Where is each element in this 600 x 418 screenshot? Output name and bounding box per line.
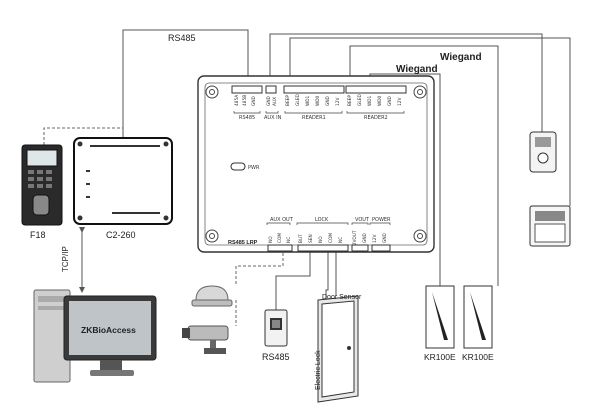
wiegand-label-second: Wiegand [396, 64, 438, 75]
term-wd1-1: WD1 [305, 95, 311, 106]
section-power: POWER [372, 217, 391, 223]
f18-label: F18 [30, 230, 46, 240]
wires [43, 29, 571, 326]
term-lock-com: COM [328, 233, 334, 243]
section-aux-out: AUX OUT [270, 217, 294, 223]
term-wd0-1: WD0 [315, 95, 321, 106]
f18-link-wire [43, 127, 123, 145]
term-but: BUT [298, 234, 304, 243]
term-gnd-4: GND [387, 95, 393, 106]
exit-button-wire [275, 238, 311, 310]
term-12v-2: 12V [397, 98, 403, 106]
electric-lock-label: Electric Lock [315, 350, 322, 390]
section-rs485: RS485 [239, 115, 255, 121]
term-gled-1: GLED [295, 94, 301, 106]
rs485-unit-label: RS485 [262, 352, 290, 362]
f18-device: F18 [21, 144, 63, 240]
term-lock-no: NO [318, 236, 324, 243]
top-section-brackets [233, 111, 405, 114]
term-12v-1: 12V [335, 98, 341, 106]
term-aux-nc: NC [286, 237, 292, 243]
term-485a: 485A [234, 95, 240, 106]
c2-260-device: C2-260 [73, 137, 173, 240]
top-terminal-strip [231, 85, 407, 94]
term-485b: 485B [242, 95, 248, 106]
term-vout-gnd: GND [362, 232, 368, 243]
pwr-led [230, 162, 246, 171]
term-beep-1: BEEP [285, 95, 291, 106]
term-gnd-2: GND [266, 95, 272, 106]
term-12vout: 12VOUT [352, 230, 358, 248]
kr100e-right-device: KR100E [462, 285, 494, 362]
wiegand-wire-fp [289, 37, 571, 206]
section-reader1: READER1 [302, 115, 326, 121]
wiegand-wire-top [269, 33, 543, 132]
door-device: Door Sensor Electric Lock [315, 294, 362, 403]
term-gnd-1: GND [251, 95, 257, 106]
kr100e-right-label: KR100E [462, 352, 494, 362]
term-power-gnd: GND [382, 232, 388, 243]
wiegand-wire-kr-right [349, 45, 499, 286]
section-lock: LOCK [315, 217, 329, 223]
section-aux-in: AUX IN [264, 115, 282, 121]
term-beep-2: BEEP [347, 95, 353, 106]
fingerprint-reader-device [529, 205, 571, 247]
top-terminal-labels: 485A 485B GND GND AUX BEEP GLED WD1 WD0 … [234, 94, 403, 106]
c2-260-label: C2-260 [106, 230, 136, 240]
term-aux-no: NO [268, 236, 274, 243]
bottom-terminal-strip [267, 244, 391, 252]
bottom-section-brackets [266, 222, 391, 225]
section-reader2: READER2 [364, 115, 388, 121]
kr100e-left-device: KR100E [424, 285, 456, 362]
camera-icon [182, 325, 229, 354]
term-power-12v: 12V [372, 235, 378, 243]
term-lock-nc: NC [338, 237, 344, 243]
rs485-wire-label: RS485 [168, 33, 196, 43]
tcpip-label: TCP/IP [61, 246, 70, 272]
bottom-terminal-labels: NO COM NC BUT SEN NO COM NC 12VOUT GND 1… [268, 230, 388, 248]
siren-icon [191, 285, 233, 307]
term-aux-com: COM [277, 233, 283, 243]
corner-screws [205, 85, 427, 243]
term-wd0-2: WD0 [377, 95, 383, 106]
aux-out-wire [235, 238, 284, 286]
term-gnd-3: GND [325, 95, 331, 106]
software-label: ZKBioAccess [81, 325, 136, 335]
rs485-wire [122, 29, 249, 138]
section-vout: VOUT [355, 217, 370, 223]
term-aux: AUX [272, 97, 278, 106]
kr100e-left-label: KR100E [424, 352, 456, 362]
main-controller: 485A 485B GND GND AUX BEEP GLED WD1 WD0 … [197, 75, 435, 253]
door-sensor-label: Door Sensor [322, 294, 362, 301]
wiegand-label-top: Wiegand [440, 52, 482, 63]
controller-model-label: RS485 LRP [228, 240, 258, 246]
term-gled-2: GLED [357, 94, 363, 106]
exit-button-device: RS485 [262, 309, 290, 362]
pwr-label: PWR [248, 165, 260, 171]
term-sen: SEN [308, 234, 314, 243]
door-sensor-wire [325, 238, 329, 300]
exit-reader-device [529, 131, 557, 173]
software-computer: ZKBioAccess [33, 289, 157, 383]
term-wd1-2: WD1 [367, 95, 373, 106]
